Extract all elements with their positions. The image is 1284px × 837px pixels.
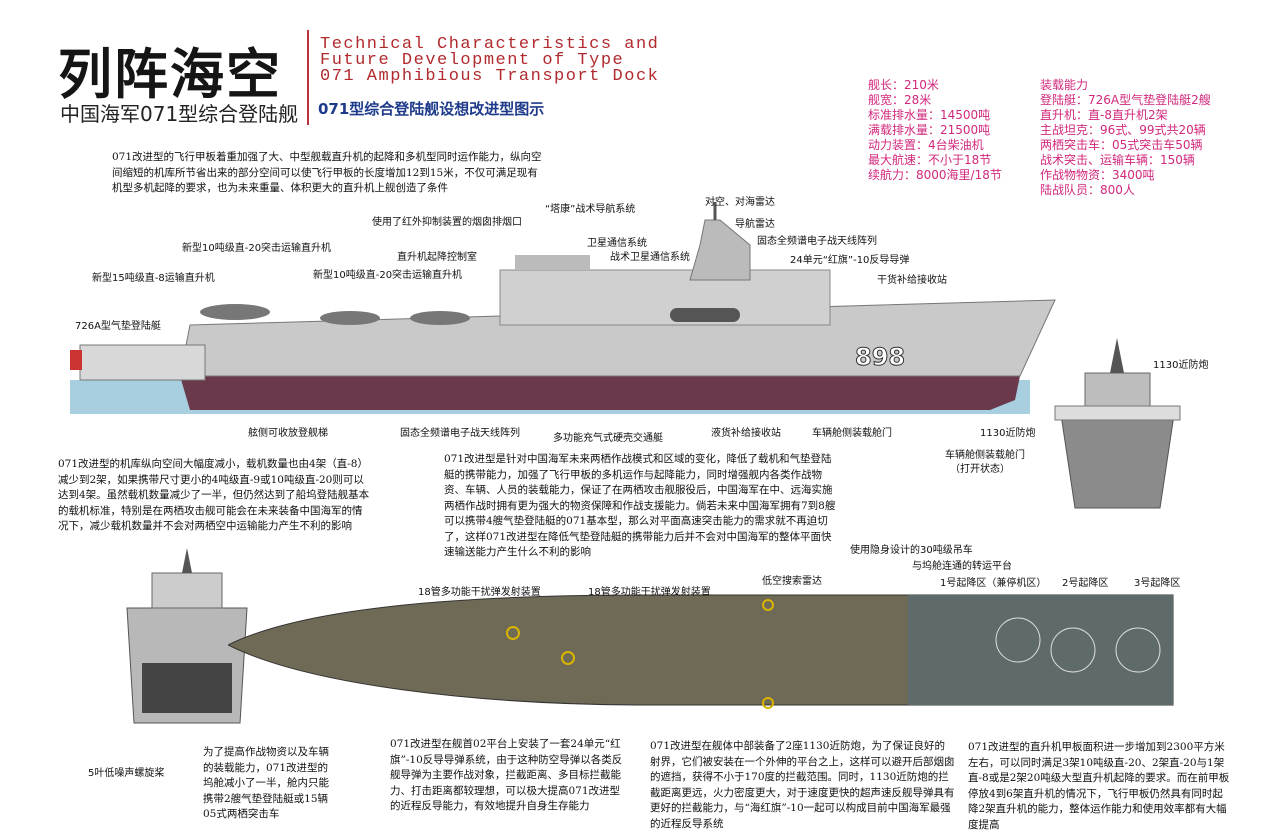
label-dry-cargo: 干货补给接收站 bbox=[877, 275, 947, 286]
hull-underwater bbox=[180, 376, 1020, 410]
heli-deck-text: 071改进型的直升机甲板面积进一步增加到2300平方米左右，可以同时满足3架10… bbox=[968, 741, 1230, 831]
label-nav-radar: 导航雷达 bbox=[735, 219, 775, 230]
label-ew-array-top: 固态全频谱电子战天线阵列 bbox=[757, 236, 877, 247]
english-title-line: Future Development of Type bbox=[320, 51, 625, 70]
label-z20-a: 新型10吨级直-20突击运输直升机 bbox=[182, 243, 332, 254]
label-lcac: 726A型气垫登陆艇 bbox=[75, 321, 161, 332]
spec-item: 标准排水量：14500吨 bbox=[868, 108, 991, 122]
spec-item: 主战坦克：96式、99式共20辆 bbox=[1040, 123, 1206, 137]
label-hq10: 24单元“红旗”-10反导导弹 bbox=[790, 255, 910, 266]
z20-helicopter bbox=[320, 311, 380, 325]
lcac bbox=[79, 344, 206, 381]
label-tac-satcom: 战术卫星通信系统 bbox=[610, 252, 690, 263]
radar bbox=[762, 697, 774, 709]
label-funnel: 使用了红外抑制装置的烟囱排烟口 bbox=[372, 217, 522, 228]
stern-superstructure bbox=[151, 572, 223, 609]
label-spot3: 3号起降区 bbox=[1134, 578, 1181, 589]
page-subtitle: 中国海军071型综合登陆舰 bbox=[60, 102, 299, 126]
decoy-launcher bbox=[506, 626, 520, 640]
spec-item: 战术突击、运输车辆：150辆 bbox=[1040, 153, 1195, 167]
english-title-line: Technical Characteristics and bbox=[320, 35, 660, 54]
label-z20-b: 新型10吨级直-20突击运输直升机 bbox=[313, 270, 463, 281]
chinese-diagram-title: 071型综合登陆舰设想改进型图示 bbox=[318, 100, 545, 118]
front-superstructure bbox=[1084, 372, 1151, 409]
page-title: 列阵海空 bbox=[58, 42, 282, 106]
specs-left: 舰长：210米 舰宽：28米 标准排水量：14500吨 满载排水量：21500吨… bbox=[868, 78, 1002, 183]
spec-item: 作战物物资：3400吨 bbox=[1040, 168, 1155, 182]
spec-item: 陆战队员：800人 bbox=[1040, 183, 1135, 197]
label-ciws-front: 1130近防炮 bbox=[1153, 360, 1209, 371]
spec-item: 满载排水量：21500吨 bbox=[868, 123, 991, 137]
spec-item: 最大航速：不小于18节 bbox=[868, 153, 992, 167]
decoy-launcher bbox=[561, 651, 575, 665]
top-view-ship bbox=[228, 594, 1174, 709]
label-gangway: 舷侧可收放登舰梯 bbox=[248, 428, 328, 439]
label-propeller: 5叶低噪声螺旋桨 bbox=[88, 768, 165, 779]
hangar-text: 071改进型的机库纵向空间大幅度减小，载机数量也由4架（直-8）减少到2架，如果… bbox=[58, 458, 370, 532]
label-low-radar: 低空搜索雷达 bbox=[762, 576, 822, 587]
landing-spot-3 bbox=[1115, 627, 1161, 673]
z8-helicopter bbox=[200, 304, 270, 320]
label-vehicle-door: 车辆舱侧装载舱门 bbox=[812, 428, 892, 439]
flight-deck-text: 071改进型的飞行甲板着重加强了大、中型舰载直升机的起降和多机型同时运作能力，纵… bbox=[112, 151, 542, 194]
well-deck-text: 为了提高作战物资以及车辆的装载能力，071改进型的坞舱减小了一半，舱内只能携带2… bbox=[203, 746, 329, 820]
label-heli-control: 直升机起降控制室 bbox=[397, 252, 477, 263]
label-ew-array-bottom: 固态全频谱电子战天线阵列 bbox=[400, 428, 520, 439]
concept-text: 071改进型是针对中国海军未来两栖作战模式和区域的变化，降低了载机和气垫登陆艇的… bbox=[444, 453, 836, 558]
label-vehicle-door-open: 车辆舱侧装载舱门 bbox=[945, 450, 1025, 461]
title-divider bbox=[307, 30, 309, 125]
label-rhib: 多功能充气式硬壳交通艇 bbox=[553, 433, 663, 444]
label-crane: 使用隐身设计的30吨级吊车 bbox=[850, 545, 973, 556]
spec-item: 直升机：直-8直升机2架 bbox=[1040, 108, 1168, 122]
lcac-bow bbox=[70, 350, 82, 370]
hq10-text: 071改进型在舰首02平台上安装了一套24单元“红旗”-10反导导弹系统，由于这… bbox=[390, 738, 623, 812]
stern-well-door bbox=[142, 663, 232, 713]
label-transfer: 与坞舱连通的转运平台 bbox=[912, 561, 1012, 572]
stern-view-ship bbox=[126, 548, 248, 724]
ciws-text: 071改进型在舰体中部装备了2座1130近防炮，为了保证良好的射界，它们被安装在… bbox=[650, 740, 955, 830]
z20-helicopter bbox=[410, 311, 470, 325]
funnel bbox=[515, 255, 590, 270]
spec-item: 装载能力 bbox=[1040, 78, 1089, 92]
label-spot1: 1号起降区（兼停机区） bbox=[940, 578, 1047, 589]
label-tacan: “塔康”战术导航系统 bbox=[545, 204, 636, 215]
spec-item: 舰宽：28米 bbox=[868, 93, 932, 107]
label-decoy-a: 18管多功能干扰弹发射装置 bbox=[418, 587, 541, 598]
superstructure bbox=[499, 269, 831, 326]
label-spot2: 2号起降区 bbox=[1062, 578, 1109, 589]
front-view-ship bbox=[1054, 338, 1181, 509]
spec-item: 登陆艇：726A型气垫登陆艇2艘 bbox=[1040, 93, 1211, 107]
english-title: Technical Characteristics and Future Dev… bbox=[320, 35, 660, 86]
spec-item: 两栖突击车：05式突击车50辆 bbox=[1040, 138, 1203, 152]
spec-item: 舰长：210米 bbox=[868, 78, 939, 92]
radar bbox=[762, 599, 774, 611]
label-vehicle-door-open-state: （打开状态） bbox=[950, 464, 1010, 475]
side-view-ship: 898 bbox=[70, 202, 1056, 414]
label-satcom: 卫星通信系统 bbox=[587, 238, 647, 249]
hull-number: 898 bbox=[855, 343, 905, 371]
front-hull bbox=[1059, 407, 1176, 509]
label-air-sea-radar: 对空、对海雷达 bbox=[705, 197, 775, 208]
label-liquid-cargo: 液货补给接收站 bbox=[711, 428, 781, 439]
spec-item: 动力装置：4台柴油机 bbox=[868, 138, 984, 152]
flight-deck bbox=[908, 595, 1173, 705]
landing-spot-1 bbox=[995, 617, 1041, 663]
rhib-boat bbox=[670, 308, 740, 322]
landing-spot-2 bbox=[1050, 627, 1096, 673]
label-z8: 新型15吨级直-8运输直升机 bbox=[92, 273, 215, 284]
label-decoy-b: 18管多功能干扰弹发射装置 bbox=[588, 587, 711, 598]
english-title-line: 071 Amphibious Transport Dock bbox=[320, 67, 660, 86]
spec-item: 续航力：8000海里/18节 bbox=[868, 168, 1002, 182]
mast bbox=[689, 219, 751, 281]
front-deck bbox=[1054, 405, 1181, 421]
front-mast bbox=[1110, 338, 1124, 373]
label-ciws-side: 1130近防炮 bbox=[980, 428, 1036, 439]
specs-right: 装载能力 登陆艇：726A型气垫登陆艇2艘 直升机：直-8直升机2架 主战坦克：… bbox=[1040, 78, 1211, 198]
stern-mast bbox=[182, 548, 192, 573]
